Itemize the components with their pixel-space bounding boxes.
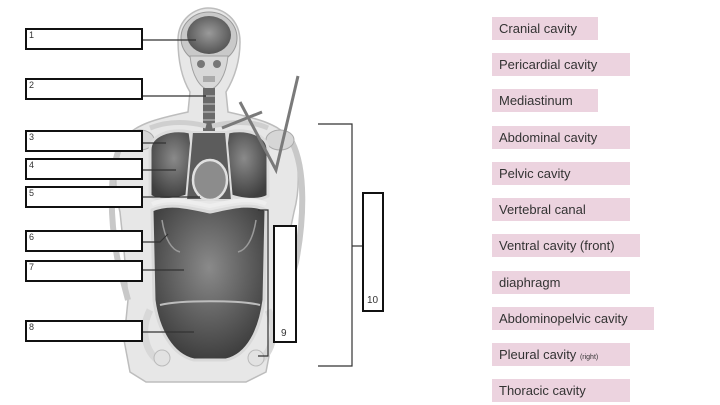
answer-chip-label: Pericardial cavity: [499, 57, 598, 72]
label-box-number: 3: [29, 132, 35, 142]
answer-chip-cranial-cavity[interactable]: Cranial cavity: [492, 17, 598, 40]
answer-chip-pericardial-cavity[interactable]: Pericardial cavity: [492, 53, 630, 76]
answer-chip-label: Ventral cavity (front): [499, 238, 615, 253]
label-box-number: 5: [29, 188, 35, 198]
label-box-number: 1: [29, 30, 35, 40]
answer-chip-label: Cranial cavity: [499, 21, 578, 36]
answer-chip-label: Pleural cavity: [499, 347, 577, 362]
label-box-6[interactable]: 6: [25, 230, 143, 252]
answer-chip-abdominal-cavity[interactable]: Abdominal cavity: [492, 126, 630, 149]
skull: [180, 11, 238, 91]
label-box-3[interactable]: 3: [25, 130, 143, 152]
diaphragm: [151, 198, 267, 209]
label-box-number: 4: [29, 160, 35, 170]
answer-chip-mediastinum[interactable]: Mediastinum: [492, 89, 598, 112]
label-box-10[interactable]: 10: [362, 192, 384, 312]
answer-chip-label: Abdominal cavity: [499, 130, 598, 145]
label-box-7[interactable]: 7: [25, 260, 143, 282]
label-box-2[interactable]: 2: [25, 78, 143, 100]
answer-chip-ventral-cavity[interactable]: Ventral cavity (front): [492, 234, 640, 257]
answer-chip-thoracic-cavity[interactable]: Thoracic cavity: [492, 379, 630, 402]
label-box-8[interactable]: 8: [25, 320, 143, 342]
abdominopelvic-cavity: [141, 204, 277, 367]
section-indicator-line: [238, 75, 300, 175]
answer-chip-pleural-cavity[interactable]: Pleural cavity (right): [492, 343, 630, 366]
answer-chip-label: diaphragm: [499, 275, 561, 290]
answer-chip-label: Pelvic cavity: [499, 166, 571, 181]
label-box-4[interactable]: 4: [25, 158, 143, 180]
thoracic-cavity: [148, 129, 270, 202]
answer-chip-label: Thoracic cavity: [499, 383, 586, 398]
label-box-number: 7: [29, 262, 35, 272]
label-box-1[interactable]: 1: [25, 28, 143, 50]
label-box-9[interactable]: 9: [273, 225, 297, 343]
label-box-number: 10: [367, 295, 379, 306]
answer-chip-label: Vertebral canal: [499, 202, 586, 217]
label-box-5[interactable]: 5: [25, 186, 143, 208]
answer-chip-vertebral-canal[interactable]: Vertebral canal: [492, 198, 630, 221]
answer-chip-label: Mediastinum: [499, 93, 573, 108]
answer-chip-abdominopelvic-cavity[interactable]: Abdominopelvic cavity: [492, 307, 654, 330]
label-box-number: 2: [29, 80, 35, 90]
label-box-number: 6: [29, 232, 35, 242]
label-box-number: 8: [29, 322, 35, 332]
answer-chip-diaphragm[interactable]: diaphragm: [492, 271, 630, 294]
answer-chip-pelvic-cavity[interactable]: Pelvic cavity: [492, 162, 630, 185]
label-box-number: 9: [281, 328, 287, 339]
answer-chip-label: Abdominopelvic cavity: [499, 311, 628, 326]
leader-lines: [143, 39, 362, 367]
answer-chip-qualifier: (right): [579, 354, 599, 361]
vertebral-column: [203, 88, 215, 132]
